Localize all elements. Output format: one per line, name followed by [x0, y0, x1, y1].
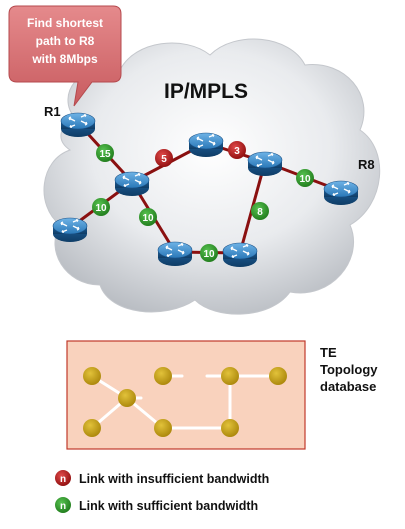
badge-r1-hub: [96, 144, 114, 162]
callout-line-1: Find shortest: [27, 16, 103, 30]
metric-badges: 15 10 5 3 10 10 8 10: [92, 141, 314, 262]
legend-green-text: Link with sufficient bandwidth: [79, 499, 258, 513]
router-label-r1: R1: [44, 104, 61, 119]
te-topology-nodes: [83, 367, 287, 437]
te-node: [154, 419, 172, 437]
te-node: [154, 367, 172, 385]
metric-hub-left: 10: [95, 203, 107, 214]
badge-top-right: [228, 141, 246, 159]
te-node: [221, 419, 239, 437]
te-node: [269, 367, 287, 385]
legend-red-text: Link with insufficient bandwidth: [79, 472, 269, 486]
router-icon-hub: [114, 171, 150, 197]
metric-top-right: 3: [234, 146, 240, 157]
te-label-line-1: TE: [320, 345, 337, 360]
te-label-line-3: database: [320, 379, 376, 394]
legend-green-marker-label: n: [60, 501, 66, 512]
te-node: [83, 367, 101, 385]
cloud-title: IP/MPLS: [164, 80, 248, 103]
badge-right-r8: [296, 169, 314, 187]
metric-right-r8: 10: [299, 174, 311, 185]
callout-bubble: [8, 5, 122, 107]
callout-line-3: with 8Mbps: [31, 52, 98, 66]
te-node: [221, 367, 239, 385]
legend-green-marker: [55, 497, 71, 513]
badge-right-bottom: [251, 202, 269, 220]
badge-hub-left: [92, 198, 110, 216]
router-icon-top: [188, 132, 224, 158]
te-label-line-2: Topology: [320, 362, 378, 377]
metric-r1-hub: 15: [99, 149, 111, 160]
metric-bottom-bottom: 10: [203, 249, 215, 260]
badge-hub-top: [155, 149, 173, 167]
legend-red-marker: [55, 470, 71, 486]
router-label-r8: R8: [358, 157, 375, 172]
router-icon-left: [52, 217, 88, 243]
router-icon-r8: [323, 180, 359, 206]
badge-bottom-bottom: [200, 244, 218, 262]
te-database-box: [66, 340, 306, 450]
badge-hub-bottom: [139, 208, 157, 226]
metric-hub-bottom: 10: [142, 213, 154, 224]
te-node: [118, 389, 136, 407]
metric-right-bottom: 8: [257, 207, 263, 218]
router-icon-right: [247, 151, 283, 177]
legend: n Link with insufficient bandwidth n Lin…: [55, 470, 269, 513]
metric-hub-top: 5: [161, 154, 167, 165]
router-icon-r1: [60, 112, 96, 138]
callout-line-2: path to R8: [36, 34, 95, 48]
te-node: [83, 419, 101, 437]
legend-red-marker-label: n: [60, 474, 66, 485]
router-icon-bottom-left: [157, 241, 193, 267]
router-icon-bottom-right: [222, 242, 258, 268]
